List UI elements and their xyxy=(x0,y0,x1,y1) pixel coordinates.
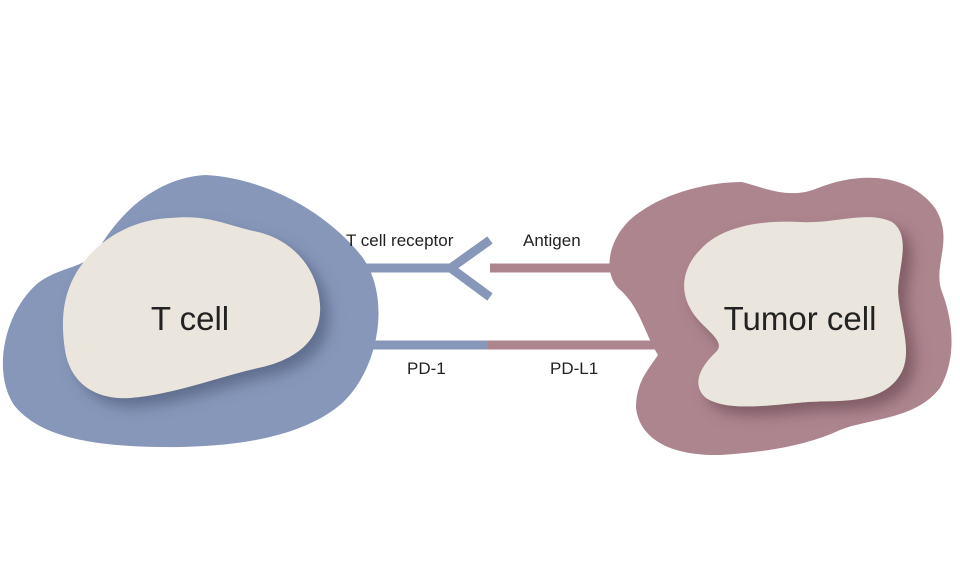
t-cell: T cell xyxy=(2,175,379,448)
t-cell-label: T cell xyxy=(151,300,229,337)
tumor-cell-label: Tumor cell xyxy=(724,300,877,337)
pdl1-label: PD-L1 xyxy=(550,359,598,378)
t-cell-nucleus xyxy=(62,217,321,399)
t-cell-receptor-arm-upper xyxy=(445,236,493,274)
t-cell-receptor-arm-lower xyxy=(445,262,493,301)
pd1-label: PD-1 xyxy=(407,359,446,378)
tumor-cell-nucleus xyxy=(684,217,907,407)
antigen-label: Antigen xyxy=(523,231,581,250)
t-cell-receptor-label: T cell receptor xyxy=(346,231,454,250)
tumor-cell: Tumor cell xyxy=(609,177,952,456)
